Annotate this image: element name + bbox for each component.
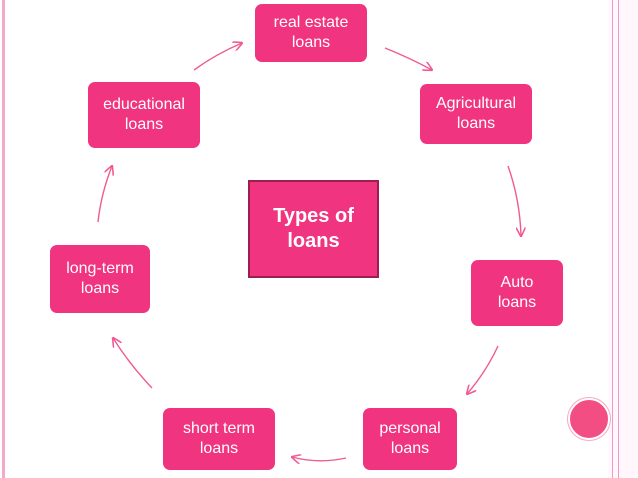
- decorative-circle: [568, 398, 610, 440]
- arrow-longterm-to-educational: [97, 166, 112, 223]
- node-auto-loans: Auto loans: [471, 260, 563, 326]
- right-decor-line: [612, 0, 613, 478]
- arrow-shortterm-to-longterm: [113, 338, 153, 389]
- node-educational-loans: educational loans: [88, 82, 200, 148]
- center-title-line2: loans: [287, 230, 340, 252]
- node-agricultural-loans: Agricultural loans: [420, 84, 532, 144]
- node-label-line1: long-term: [66, 260, 134, 277]
- node-label-line2: loans: [497, 294, 537, 311]
- node-label-line2: loans: [124, 116, 164, 133]
- node-label-line1: Auto: [500, 274, 534, 291]
- arrow-auto-to-personal: [467, 345, 499, 394]
- node-real-estate-loans: real estate loans: [255, 4, 367, 62]
- node-label-line1: real estate: [273, 14, 349, 31]
- right-decor-band: [608, 0, 638, 478]
- node-long-term-loans: long-term loans: [50, 245, 150, 313]
- node-personal-loans: personal loans: [363, 408, 457, 470]
- node-label-line2: loans: [80, 280, 120, 297]
- node-label-line2: loans: [390, 440, 430, 457]
- left-border-line: [2, 0, 5, 478]
- center-title-line1: Types of: [273, 205, 354, 227]
- center-topic-box: Types of loans: [248, 180, 379, 278]
- right-decor-line: [618, 0, 619, 478]
- arrow-agricultural-to-auto: [507, 165, 521, 236]
- node-label-line1: short term: [182, 420, 255, 437]
- node-label-line1: personal: [379, 420, 441, 437]
- node-short-term-loans: short term loans: [163, 408, 275, 470]
- arrow-realestate-to-agricultural: [384, 47, 432, 70]
- arrow-personal-to-shortterm: [292, 457, 347, 461]
- node-label-line1: educational: [103, 96, 185, 113]
- node-label-line1: Agricultural: [435, 95, 517, 112]
- node-label-line2: loans: [199, 440, 239, 457]
- arrow-educational-to-realestate: [193, 43, 242, 71]
- node-label-line2: loans: [456, 115, 496, 132]
- node-label-line2: loans: [291, 34, 331, 51]
